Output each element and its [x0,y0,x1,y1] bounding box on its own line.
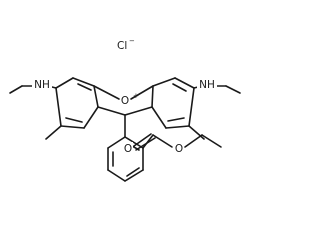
ether-oxygen-label: O [175,143,183,155]
bond-line [93,85,99,108]
bond-line [60,125,85,129]
bond-line [126,167,140,177]
bond-line [201,134,222,148]
bond-line [130,85,154,100]
bond-line [133,133,152,147]
bond-line [188,125,205,140]
amine-right: NH [197,78,217,91]
bond-line [172,83,187,92]
amine-left: NH [32,78,52,91]
bond-line [65,117,83,123]
bond-line [152,77,176,87]
ester-ether-oxygen: O [174,142,184,155]
bond-line [97,106,126,116]
ring-oxygen-symbol: O [121,95,129,107]
bond-line [55,77,74,89]
bond-line [151,106,167,129]
bond-line [77,83,92,91]
bond-line [167,117,185,122]
bond-line [188,87,195,127]
bond-line [152,134,173,148]
chloride-symbol: Cl [117,40,127,52]
bond-line [9,85,23,94]
bond-line [165,125,190,129]
ester-carbonyl-oxygen: O [123,142,133,155]
bond-line [45,125,62,140]
bond-line [225,85,241,94]
chloride-charge: − [129,37,135,45]
bond-line [72,77,95,87]
ring-oxygen: O + [120,92,139,107]
bond-line [107,136,126,149]
carbonyl-oxygen-label: O [124,143,132,155]
chloride-counterion: Cl − [117,37,135,52]
ring-oxygen-charge: + [133,92,139,100]
bond-line [174,77,195,89]
amine-right-label: NH [199,79,215,91]
bond-lines [9,77,241,182]
bond-line [93,85,120,100]
bond-line [124,106,153,116]
bond-line [83,106,99,129]
amine-left-label: NH [34,79,50,91]
bond-line [124,136,144,149]
bond-line [151,85,154,108]
bond-line [55,87,62,127]
bond-line [184,134,203,148]
bond-line [107,169,126,182]
bond-line [124,169,144,182]
bond-line [135,137,156,151]
structure-diagram: Cl − O + NH NH O O [9,37,241,182]
